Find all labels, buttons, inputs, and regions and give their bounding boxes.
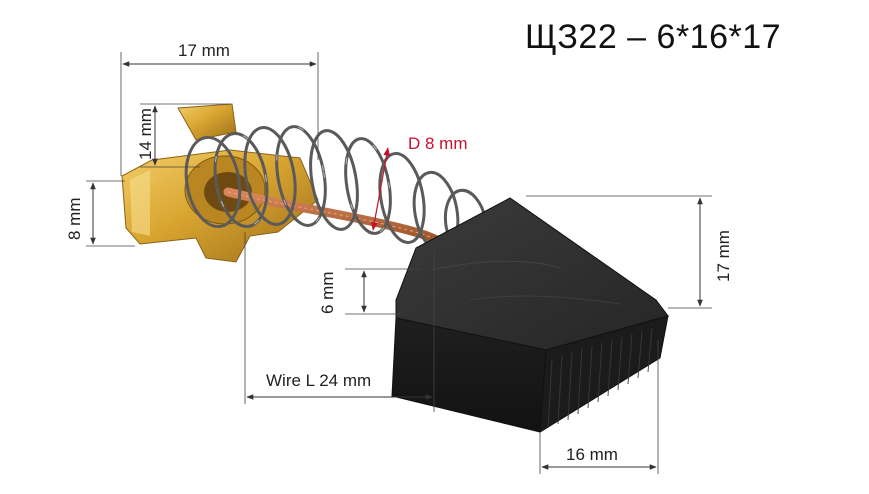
label-wire-length: Wire L 24 mm — [266, 371, 371, 390]
dim-spring-diameter: D 8 mm — [371, 134, 468, 231]
label-brush-width: 16 mm — [566, 445, 618, 464]
model-title: ЩЗ22 – 6*16*17 — [525, 18, 782, 56]
dim-spring-height: 14 mm — [136, 103, 230, 168]
label-spring-diameter: D 8 mm — [408, 134, 468, 153]
dim-wire-length: Wire L 24 mm — [244, 232, 435, 412]
dim-brush-height: 17 mm — [526, 195, 733, 309]
label-spring-height: 14 mm — [136, 108, 155, 160]
dim-brush-width: 16 mm — [539, 340, 659, 474]
label-brush-thickness: 6 mm — [318, 272, 337, 315]
dim-terminal-height: 8 mm — [65, 180, 135, 247]
carbon-brush — [391, 197, 669, 433]
label-top-width: 17 mm — [178, 41, 230, 60]
label-terminal-height: 8 mm — [65, 198, 84, 241]
dim-brush-thickness: 6 mm — [318, 268, 420, 315]
label-brush-height: 17 mm — [714, 230, 733, 282]
dim-top-width: 17 mm — [120, 41, 319, 176]
